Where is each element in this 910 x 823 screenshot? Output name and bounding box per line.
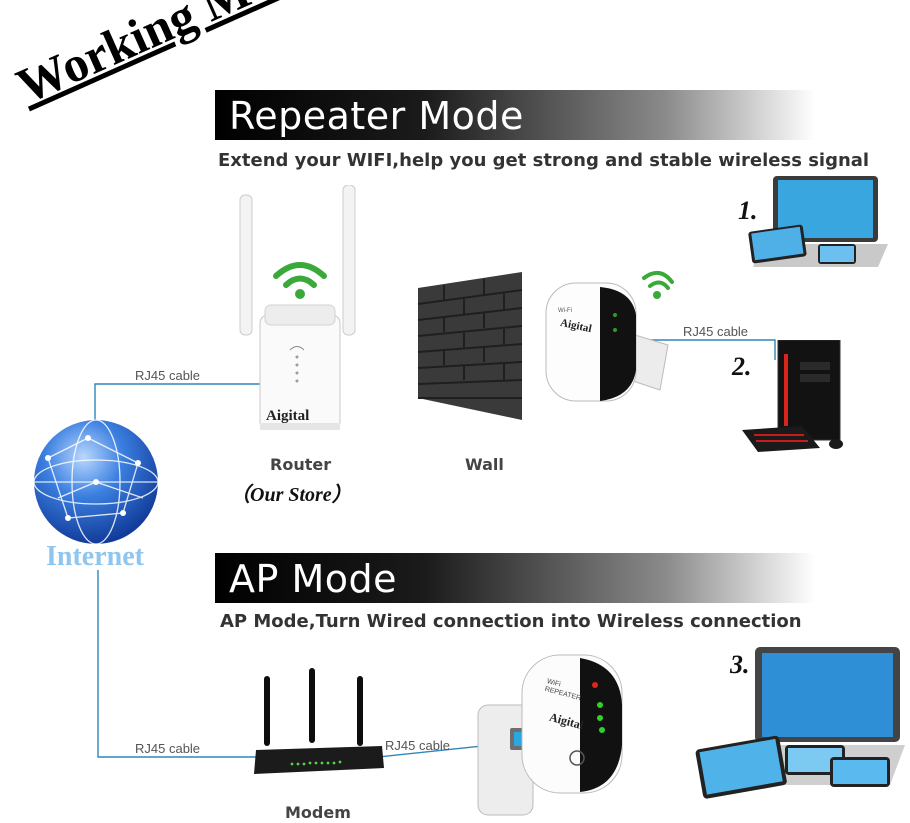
- desktop-pc-image: [742, 340, 843, 452]
- repeater-mode-banner: Repeater Mode: [215, 90, 815, 140]
- repeater-mode-heading: Repeater Mode: [229, 94, 524, 138]
- cable-repeater-pc: [640, 339, 776, 360]
- modem-caption: Modem: [285, 803, 351, 822]
- cable-label-pc: RJ45 cable: [683, 324, 749, 339]
- cable-label-modem: RJ45 cable: [135, 741, 201, 756]
- ap-subtitle: AP Mode,Turn Wired connection into Wirel…: [220, 611, 802, 632]
- number-1: 1.: [738, 196, 758, 225]
- internet-label: Internet: [46, 541, 144, 572]
- ap-repeater-device-image: [477, 654, 623, 816]
- cable-globe-modem: [97, 570, 258, 758]
- router-store-caption: （Our Store）: [230, 484, 352, 506]
- ap-mode-heading: AP Mode: [229, 557, 398, 601]
- ap-mode-banner: AP Mode: [215, 553, 815, 603]
- router-device-image: [239, 185, 356, 430]
- number-2: 2.: [732, 352, 752, 381]
- repeater-subtitle: Extend your WIFI,help you get strong and…: [218, 150, 870, 171]
- repeater-device-image: Wi-Fi: [545, 282, 669, 402]
- router-brand: Aigital: [266, 408, 310, 424]
- svg-text:Wi-Fi: Wi-Fi: [558, 308, 572, 314]
- modem-device-image: [254, 668, 384, 774]
- number-3: 3.: [730, 650, 750, 679]
- wifi-icon-repeater: [642, 270, 674, 299]
- cable-globe-router: [94, 383, 262, 420]
- laptop-phone-tablet-image-3: [695, 647, 905, 799]
- internet-globe-icon: [33, 419, 159, 545]
- wall-caption: Wall: [465, 455, 504, 474]
- brick-wall-image: [417, 272, 523, 420]
- laptop-phone-tablet-image-1: [748, 176, 888, 267]
- cable-label-ap: RJ45 cable: [385, 738, 451, 753]
- cable-label-router: RJ45 cable: [135, 368, 201, 383]
- wifi-icon: [273, 262, 327, 299]
- router-caption: Router: [270, 455, 332, 474]
